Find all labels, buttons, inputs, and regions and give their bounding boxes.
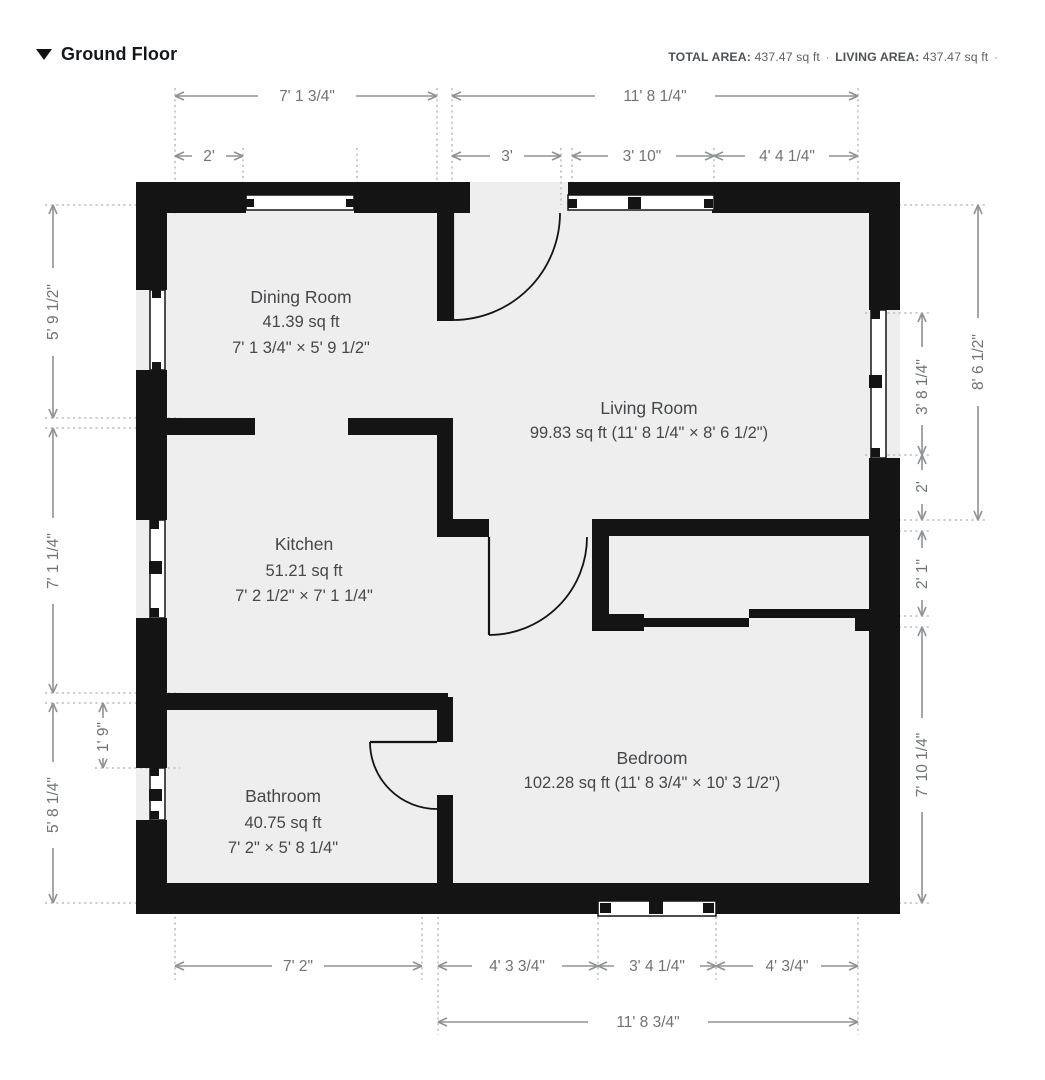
dim-bottom-inner-1: 7' 2": [283, 958, 313, 975]
dim-top-inner-1: 2': [203, 148, 215, 165]
room-label-living-room: Living Room 99.83 sq ft (11' 8 1/4" × 8'…: [530, 398, 768, 442]
window-living-right: [869, 309, 887, 459]
door-kitchen: [487, 536, 588, 636]
window-kitchen-left: [149, 519, 166, 619]
living-room-name: Living Room: [600, 398, 697, 418]
kitchen-dimensions: 7' 2 1/2" × 7' 1 1/4": [235, 587, 373, 605]
floor-fill-group: [136, 182, 900, 914]
dimension-left-inner: 1' 9": [92, 702, 114, 769]
dim-right-outer-1: 8' 6 1/2": [970, 334, 987, 390]
door-entry: [451, 212, 561, 321]
caret-down-icon: [36, 49, 52, 60]
living-area-key: LIVING AREA:: [835, 50, 920, 64]
bathroom-area: 40.75 sq ft: [244, 814, 321, 832]
dim-top-outer-1: 7' 1 3/4": [279, 88, 335, 105]
walls-group: [136, 182, 900, 914]
kitchen-area: 51.21 sq ft: [265, 562, 342, 580]
floor-collapse-toggle[interactable]: Ground Floor: [36, 44, 177, 65]
kitchen-name: Kitchen: [275, 534, 333, 554]
living-room-area: 99.83 sq ft (11' 8 1/4" × 8' 6 1/2"): [530, 424, 768, 442]
dining-room-name: Dining Room: [250, 287, 351, 307]
room-label-bedroom: Bedroom 102.28 sq ft (11' 8 3/4" × 10' 3…: [524, 748, 781, 792]
total-area-key: TOTAL AREA:: [668, 50, 751, 64]
window-bathroom-left: [149, 767, 166, 821]
window-dining-left: [149, 289, 166, 371]
dim-right-inner-3: 2' 1": [914, 559, 931, 589]
bedroom-area: 102.28 sq ft (11' 8 3/4" × 10' 3 1/2"): [524, 774, 781, 792]
dim-left-outer-2: 7' 1 1/4": [45, 533, 62, 589]
dim-right-inner-1: 3' 8 1/4": [914, 359, 931, 415]
dining-room-area: 41.39 sq ft: [262, 313, 339, 331]
plan-header: Ground Floor TOTAL AREA: 437.47 sq ft · …: [0, 0, 1045, 78]
dim-top-inner-3: 3' 10": [623, 148, 662, 165]
dimension-right-inner: 3' 8 1/4" 2' 2' 1" 7' 10 1/4": [911, 312, 933, 904]
dimension-left-outer: 5' 9 1/2" 7' 1 1/4" 5' 8 1/4": [42, 204, 64, 904]
dim-left-outer-3: 5' 8 1/4": [45, 777, 62, 833]
window-dining-top: [245, 194, 355, 211]
room-label-kitchen: Kitchen 51.21 sq ft 7' 2 1/2" × 7' 1 1/4…: [235, 534, 373, 605]
bathroom-name: Bathroom: [245, 786, 321, 806]
summary-separator-1: ·: [825, 50, 830, 64]
bedroom-name: Bedroom: [616, 748, 687, 768]
dim-left-inner-1: 1' 9": [95, 722, 112, 752]
dining-room-dimensions: 7' 1 3/4" × 5' 9 1/2": [232, 339, 370, 357]
room-label-dining-room: Dining Room 41.39 sq ft 7' 1 3/4" × 5' 9…: [232, 287, 370, 357]
dim-top-inner-4: 4' 4 1/4": [759, 148, 815, 165]
dimension-top-inner: 2' 3' 3' 10" 4' 4 1/4": [174, 145, 859, 167]
doors-group: [369, 212, 588, 810]
bathroom-dimensions: 7' 2" × 5' 8 1/4": [228, 839, 338, 857]
door-bathroom: [369, 740, 438, 810]
page-title: Ground Floor: [61, 44, 178, 64]
dim-bottom-outer-1: 11' 8 3/4": [616, 1014, 679, 1031]
window-living-top: [567, 194, 715, 211]
dim-bottom-inner-2: 4' 3 3/4": [489, 958, 545, 975]
dimension-top-outer: 7' 1 3/4" 11' 8 1/4": [174, 85, 859, 107]
dim-bottom-inner-4: 4' 3/4": [766, 958, 809, 975]
window-bedroom-bottom: [597, 900, 717, 917]
room-label-bathroom: Bathroom 40.75 sq ft 7' 2" × 5' 8 1/4": [228, 786, 338, 857]
area-summary: TOTAL AREA: 437.47 sq ft · LIVING AREA: …: [668, 50, 1000, 64]
windows-group: [149, 194, 887, 917]
dim-top-inner-2: 3': [501, 148, 513, 165]
dimension-bottom-inner: 7' 2" 4' 3 3/4" 3' 4 1/4" 4' 3/4": [174, 955, 859, 977]
dim-top-outer-2: 11' 8 1/4": [623, 88, 686, 105]
dimension-bottom-outer: 11' 8 3/4": [437, 1011, 859, 1033]
dim-right-inner-2: 2': [914, 481, 931, 493]
dimension-right-outer: 8' 6 1/2": [967, 204, 989, 521]
dim-left-outer-1: 5' 9 1/2": [45, 284, 62, 340]
dim-bottom-inner-3: 3' 4 1/4": [629, 958, 685, 975]
room-labels: Dining Room 41.39 sq ft 7' 1 3/4" × 5' 9…: [228, 287, 780, 857]
total-area-value: 437.47 sq ft: [754, 50, 820, 64]
summary-separator-2: ·: [993, 50, 998, 64]
living-area-value: 437.47 sq ft: [922, 50, 989, 64]
dim-right-inner-4: 7' 10 1/4": [914, 733, 931, 797]
